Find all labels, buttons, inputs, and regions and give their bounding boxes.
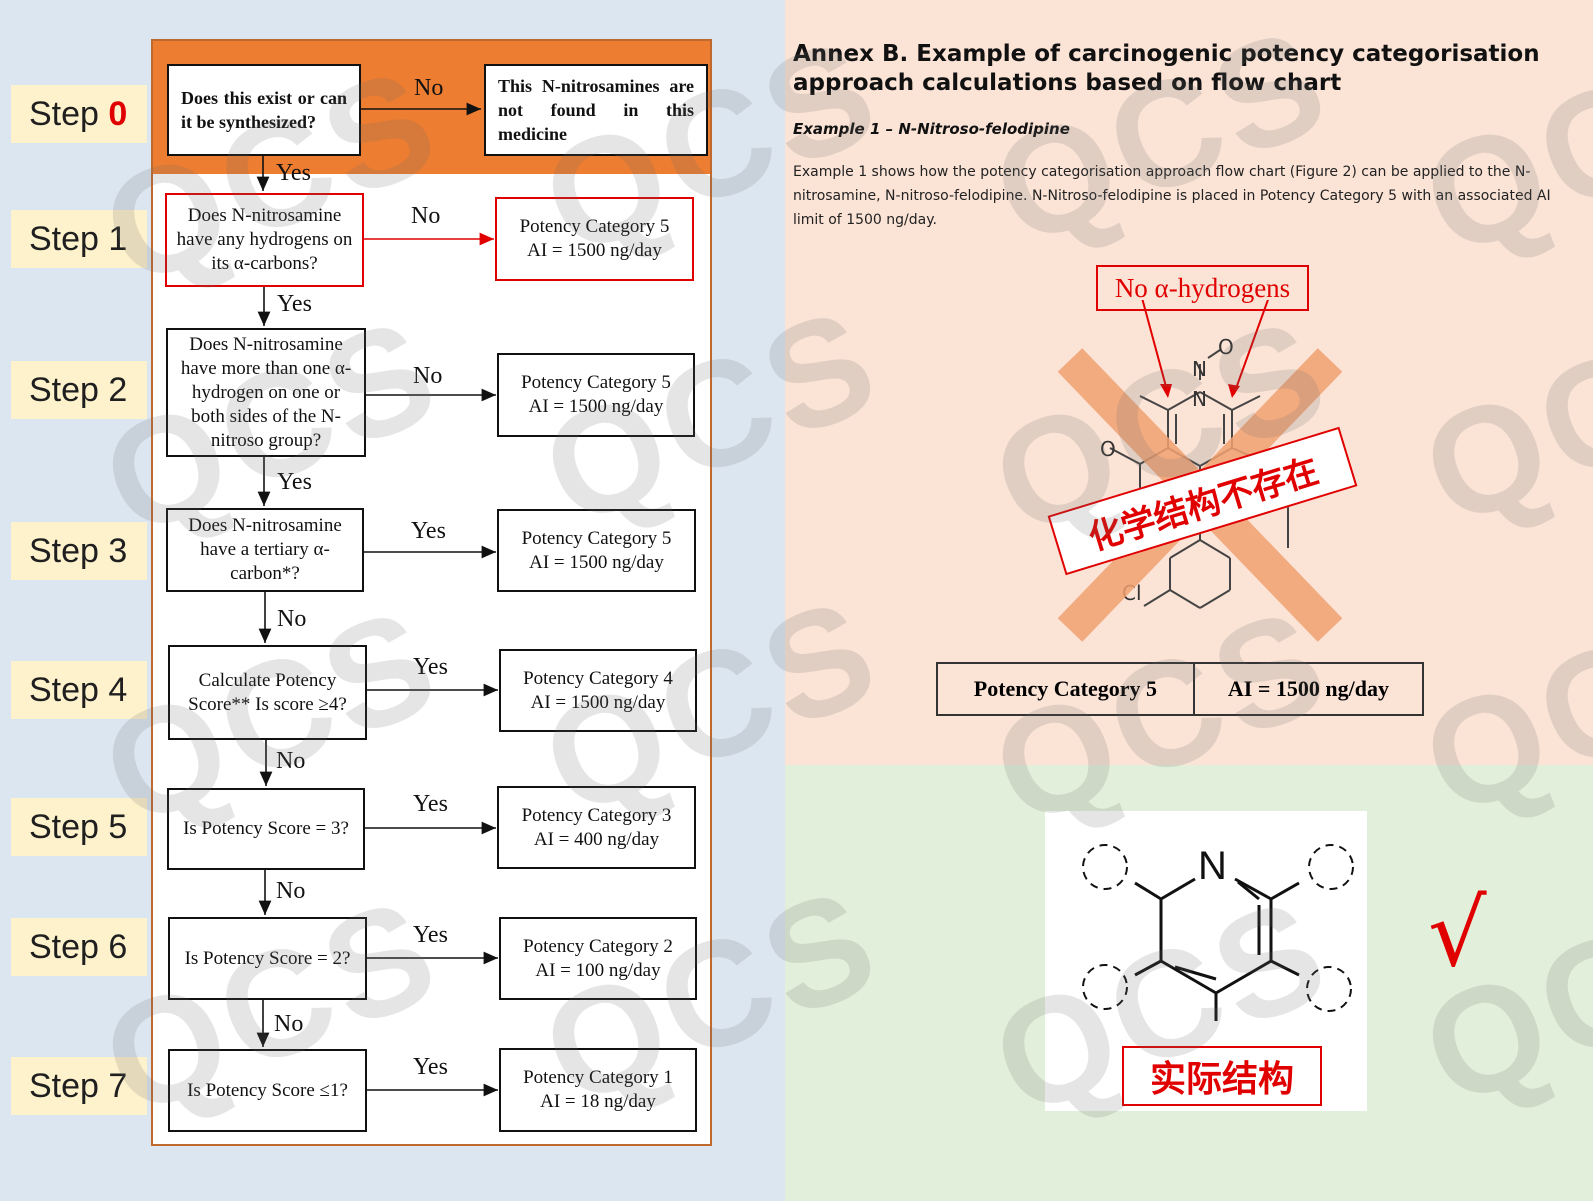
question-more-than-one-alpha-h: Does N-nitrosamine have more than one α-… [166,328,366,457]
side-label-4: Yes [413,654,448,680]
atom-n-ring: N [1192,387,1207,411]
arrowhead-right [1228,384,1240,398]
step-label-1: Step 1 [11,210,147,268]
result-limit: AI = 1500 ng/day [527,240,662,261]
atom-o-ester: O [1100,437,1116,461]
step-number-zero: 0 [108,95,128,133]
annex-title: Annex B. Example of carcinogenic potency… [793,41,1540,96]
result-box-7: Potency Category 1 AI = 18 ng/day [499,1048,697,1132]
actual-structure-label: 实际结构 [1122,1046,1322,1106]
result-category: Potency Category 1 [523,1067,673,1088]
question-calculate-potency-score: Calculate Potency Score** Is score ≥4? [168,645,367,740]
result-category: Potency Category 3 [521,804,672,826]
question-score-1: Is Potency Score ≤1? [168,1049,367,1132]
question-tertiary-alpha-carbon: Does N-nitrosamine have a tertiary α-car… [166,508,364,592]
pointer-arrow-left [1141,300,1169,395]
question-score-3: Is Potency Score = 3? [167,788,365,870]
down-label-5: No [276,878,306,904]
side-label-6: Yes [413,922,448,948]
step-label-5: Step 5 [11,798,147,856]
step-label-2: Step 2 [11,361,147,419]
result-category: Potency Category 2 [523,935,673,957]
step-label-3: Step 3 [11,522,147,580]
result-category: Potency Category 5 [521,527,672,549]
step0-yes-label: Yes [276,160,311,186]
side-label-1: No [411,203,441,229]
step-label-0: Step 0 [11,85,147,143]
atom-o-top: O [1218,335,1234,359]
atom-n-top: N [1192,357,1207,381]
result-limit: AI = 18 ng/day [540,1091,656,1112]
result-box-2: Potency Category 5 AI = 1500 ng/day [497,353,695,437]
down-label-6: No [274,1011,304,1037]
side-label-7: Yes [413,1054,448,1080]
down-label-4: No [276,748,306,774]
side-label-5: Yes [413,791,448,817]
annex-body-text: Example 1 shows how the potency categori… [793,164,1551,228]
flowchart-connectors [256,102,498,1097]
checkmark-icon: √ [1428,880,1487,987]
pyridine-n: N [1198,844,1227,888]
result-limit: AI = 1500 ng/day [530,691,666,713]
result-limit: AI = 400 ng/day [533,828,660,850]
pointer-arrow-right [1233,300,1269,395]
step-label-4: Step 4 [11,661,147,719]
side-label-2: No [413,363,443,389]
pyridine-structure: N [1082,844,1354,1021]
annex-panel-background [785,0,1593,765]
result-limit: AI = 100 ng/day [535,959,661,981]
step0-no-label: No [414,75,444,101]
step-label-text: Step [29,95,109,133]
no-alpha-hydrogens-label: No α-hydrogens [1096,265,1309,311]
arrowhead-left [1160,384,1172,398]
side-label-3: Yes [411,518,446,544]
question-alpha-hydrogens: Does N-nitrosamine have any hydrogens on… [165,193,364,287]
result-limit: AI = 1500 ng/day [529,551,664,573]
table-category: Potency Category 5 [938,664,1195,714]
result-not-found: This N-nitrosamines are not found in thi… [484,64,708,156]
step-label-7: Step 7 [11,1057,147,1115]
down-label-3: No [277,606,307,632]
result-category: Potency Category 4 [523,667,673,689]
result-box-1: Potency Category 5 AI = 1500 ng/day [495,197,694,281]
result-limit: AI = 1500 ng/day [528,396,664,417]
potency-result-table: Potency Category 5 AI = 1500 ng/day [936,662,1424,716]
question-score-2: Is Potency Score = 2? [168,917,367,1000]
step-label-6: Step 6 [11,918,147,976]
result-category: Potency Category 5 [519,216,670,237]
question-exists: Does this exist or can it be synthesized… [167,64,361,156]
result-category: Potency Category 5 [521,372,671,393]
table-limit: AI = 1500 ng/day [1227,676,1389,701]
down-label-2: Yes [277,469,312,495]
annex-subtitle: Example 1 – N-Nitroso-felodipine [793,120,1070,138]
down-label-1: Yes [277,291,312,317]
